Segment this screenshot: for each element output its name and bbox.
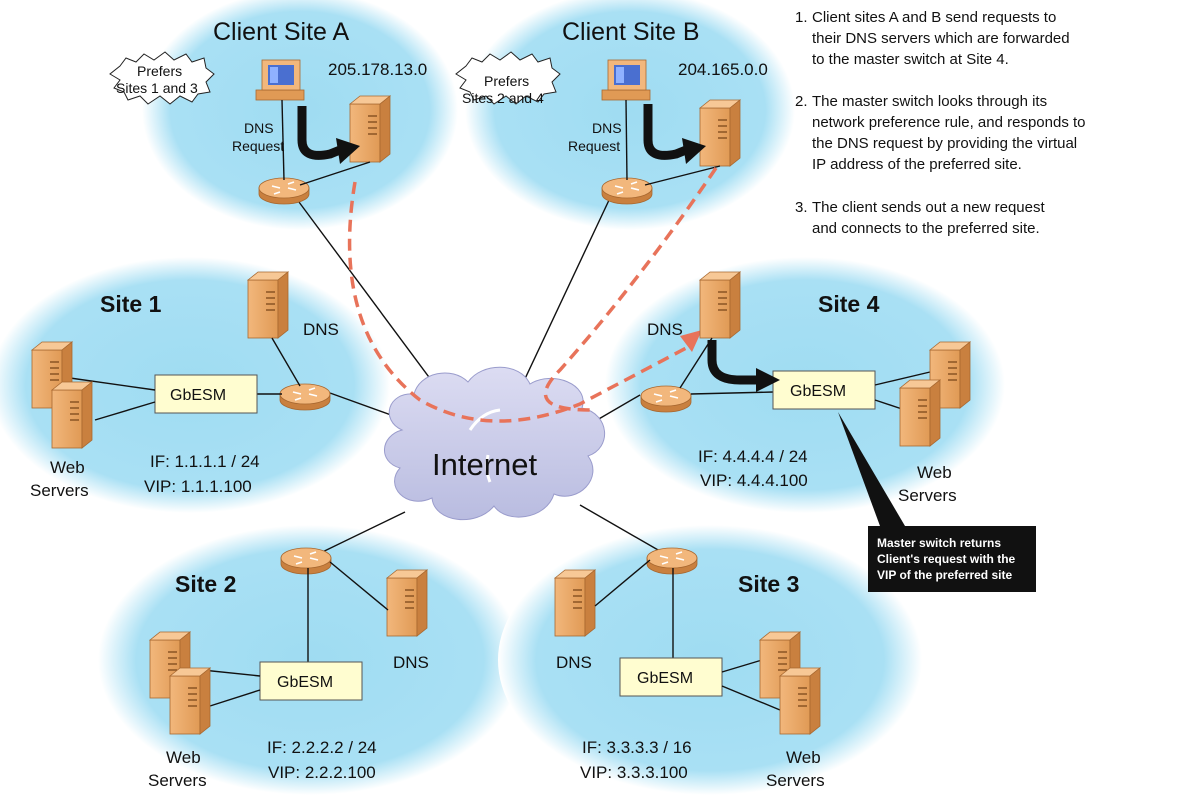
callout-line-2: Client's request with the bbox=[877, 552, 1016, 566]
site-2-dns: DNS bbox=[393, 653, 429, 672]
site-1-dns: DNS bbox=[303, 320, 339, 339]
link-site2 bbox=[309, 511, 406, 559]
note-2-line-4: IP address of the preferred site. bbox=[812, 156, 1022, 173]
dns-request-arrow-a bbox=[297, 106, 360, 164]
site-3-if: IF: 3.3.3.3 / 16 bbox=[582, 738, 692, 757]
site-3-vip: VIP: 3.3.3.100 bbox=[580, 763, 688, 782]
site-1-web-1: Web bbox=[50, 458, 85, 477]
router-icon bbox=[280, 547, 332, 575]
note-2-line-3: the DNS request by providing the virtual bbox=[812, 135, 1077, 152]
cloud-icon bbox=[384, 366, 605, 521]
workstation-icon bbox=[601, 59, 651, 101]
server-icon bbox=[699, 271, 741, 339]
site-4-vip: VIP: 4.4.4.100 bbox=[700, 471, 808, 490]
client-a-dns-request-2: Request bbox=[232, 138, 284, 154]
site-2-switch-label: GbESM bbox=[277, 674, 333, 691]
note-2-line-1: The master switch looks through its bbox=[812, 93, 1047, 110]
callout-box bbox=[868, 526, 1036, 592]
starburst-callout bbox=[455, 51, 561, 105]
site-1-if: IF: 1.1.1.1 / 24 bbox=[150, 452, 260, 471]
callout-line-1: Master switch returns bbox=[877, 536, 1001, 550]
server-icon bbox=[779, 667, 821, 735]
site-1-switch-label: GbESM bbox=[170, 387, 226, 404]
router-icon bbox=[258, 177, 310, 205]
link-client-a bbox=[295, 197, 441, 393]
note-1-line-3: to the master switch at Site 4. bbox=[812, 51, 1009, 68]
site-4-web-2: Servers bbox=[898, 486, 957, 505]
server-icon bbox=[349, 95, 391, 163]
note-2-line-2: network preference rule, and responds to bbox=[812, 114, 1086, 131]
note-2-num: 2. bbox=[795, 93, 808, 110]
site-2-title: Site 2 bbox=[175, 571, 236, 597]
site-2-vip: VIP: 2.2.2.100 bbox=[268, 763, 376, 782]
site-2-if: IF: 2.2.2.2 / 24 bbox=[267, 738, 377, 757]
client-site-b-title: Client Site B bbox=[562, 18, 700, 46]
client-a-prefers-1: Prefers bbox=[137, 63, 182, 79]
site-1-switch bbox=[154, 374, 258, 414]
callout-line-3: VIP of the preferred site bbox=[877, 568, 1012, 582]
site-2-switch bbox=[259, 661, 363, 701]
client-b-dns-request-2: Request bbox=[568, 138, 620, 154]
site-1-vip: VIP: 1.1.1.100 bbox=[144, 477, 252, 496]
workstation-icon bbox=[255, 59, 305, 101]
router-icon bbox=[646, 547, 698, 575]
router-icon bbox=[601, 177, 653, 205]
client-a-prefers-2: Sites 1 and 3 bbox=[116, 80, 198, 96]
server-icon bbox=[386, 569, 428, 637]
master-response-arrow bbox=[707, 340, 780, 392]
note-1-line-1: Client sites A and B send requests to bbox=[812, 9, 1056, 26]
note-1-line-2: their DNS servers which are forwarded bbox=[812, 30, 1070, 47]
client-a-dns-request-1: DNS bbox=[244, 120, 274, 136]
starburst-callout bbox=[109, 51, 215, 105]
link-site3 bbox=[579, 504, 673, 559]
dns-request-arrow-b bbox=[643, 104, 706, 164]
site-3-switch-label: GbESM bbox=[637, 670, 693, 687]
internet-label: Internet bbox=[432, 447, 538, 482]
server-icon bbox=[899, 379, 941, 447]
link-client-b bbox=[514, 197, 611, 401]
router-icon bbox=[640, 385, 692, 413]
server-icon bbox=[554, 569, 596, 637]
site-1-title: Site 1 bbox=[100, 291, 162, 317]
site-2-web-1: Web bbox=[166, 748, 201, 767]
client-b-prefers-2: Sites 2 and 4 bbox=[462, 90, 544, 106]
forwarded-request-path-b bbox=[543, 167, 718, 412]
note-3-line-2: and connects to the preferred site. bbox=[812, 220, 1040, 237]
client-site-a-title: Client Site A bbox=[213, 18, 350, 46]
site-3-web-2: Servers bbox=[766, 771, 825, 790]
note-3-num: 3. bbox=[795, 199, 808, 216]
callout-pointer bbox=[838, 412, 905, 526]
dashed-arrow-head bbox=[680, 330, 702, 352]
client-b-prefers-1: Prefers bbox=[484, 73, 529, 89]
router-icon bbox=[279, 383, 331, 411]
server-icon bbox=[51, 381, 93, 449]
site-3-dns: DNS bbox=[556, 653, 592, 672]
note-1-num: 1. bbox=[795, 9, 808, 26]
server-icon bbox=[699, 99, 741, 167]
steps-notes: 1. Client sites A and B send requests to… bbox=[795, 9, 1086, 237]
note-3-line-1: The client sends out a new request bbox=[812, 199, 1045, 216]
site-3-switch bbox=[619, 657, 723, 697]
server-icon bbox=[169, 667, 211, 735]
client-a-ip: 205.178.13.0 bbox=[328, 60, 427, 79]
server-icon bbox=[247, 271, 289, 339]
site-3-title: Site 3 bbox=[738, 571, 799, 597]
site-4-switch-label: GbESM bbox=[790, 383, 846, 400]
site-4-if: IF: 4.4.4.4 / 24 bbox=[698, 447, 808, 466]
client-b-dns-request-1: DNS bbox=[592, 120, 622, 136]
site-1-web-2: Servers bbox=[30, 481, 89, 500]
site-3-web-1: Web bbox=[786, 748, 821, 767]
forwarded-request-path-a bbox=[347, 181, 691, 423]
site-4-title: Site 4 bbox=[818, 291, 880, 317]
client-b-ip: 204.165.0.0 bbox=[678, 60, 768, 79]
site-4-dns: DNS bbox=[647, 320, 683, 339]
site-4-web-1: Web bbox=[917, 463, 952, 482]
site-4-switch bbox=[772, 370, 876, 410]
site-2-web-2: Servers bbox=[148, 771, 207, 790]
